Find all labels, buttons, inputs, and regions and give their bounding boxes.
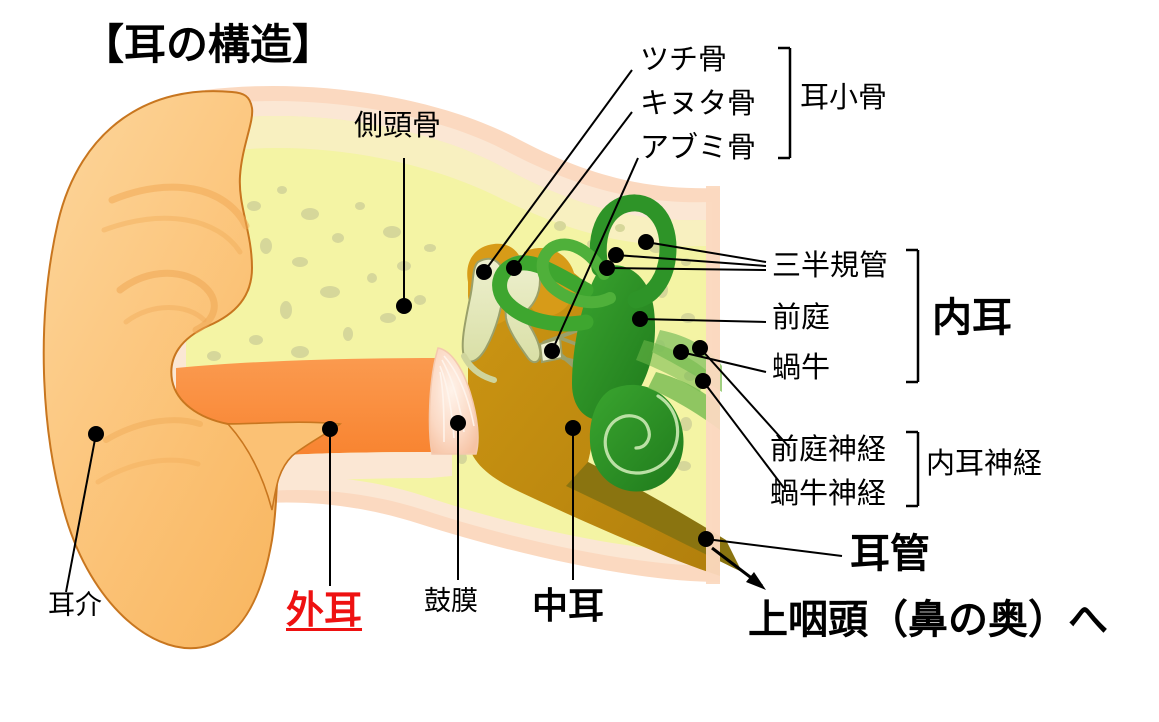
label-eustachian-tube: 耳管 xyxy=(850,532,930,576)
semicircular-canal-dot-3 xyxy=(638,234,654,250)
auricle-pinna xyxy=(42,90,343,650)
eustachian-tube-dot xyxy=(698,531,714,547)
leader-scc-2 xyxy=(615,254,767,267)
posterior-semicircular-canal xyxy=(536,238,616,309)
nerve-overlap xyxy=(636,340,706,392)
malleus-dot xyxy=(476,264,492,280)
tragus xyxy=(226,421,343,511)
label-inner-ear-group: 内耳 xyxy=(932,296,1012,340)
vestibular-nerve-dot xyxy=(692,340,708,356)
leader-vestibular-nerve xyxy=(699,347,791,449)
eardrum-dot xyxy=(450,415,466,431)
leader-scc-3 xyxy=(645,241,767,263)
cochlear-nerve-dot xyxy=(695,373,711,389)
inner-ear-labyrinth xyxy=(492,194,722,492)
helix-fold xyxy=(108,183,250,230)
cut-edge-band xyxy=(706,186,720,584)
helix-fold-2 xyxy=(101,215,243,255)
label-stapes: アブミ骨 xyxy=(640,132,757,164)
antihelix-fold-2 xyxy=(123,305,207,325)
label-middle-ear: 中耳 xyxy=(532,585,605,626)
vestibule-dot xyxy=(632,311,648,327)
label-temporal-bone: 側頭骨 xyxy=(354,110,442,142)
bone-upper-rim xyxy=(232,116,706,247)
cochlea-spiral xyxy=(603,394,680,475)
label-malleus: ツチ骨 xyxy=(640,44,728,76)
bracket-ossicles xyxy=(778,46,792,160)
label-cochlear-nerve: 蝸牛神経 xyxy=(770,478,887,510)
label-semicircular-canals: 三半規管 xyxy=(772,250,889,282)
temporal-bone-dot xyxy=(396,298,412,314)
label-vestibular-nerve: 前庭神経 xyxy=(770,434,887,466)
label-cochlea: 蝸牛 xyxy=(772,352,831,384)
middle-ear-dot xyxy=(565,420,581,436)
stapes-dot xyxy=(544,343,560,359)
manubrium xyxy=(461,353,497,383)
page-title: 【耳の構造】 xyxy=(82,21,335,68)
tympanic-membrane xyxy=(428,347,479,455)
label-auricle: 耳介 xyxy=(48,590,102,620)
eardrum xyxy=(428,347,479,455)
incus-dot xyxy=(506,260,522,276)
cochlea-dot xyxy=(673,344,689,360)
label-inner-ear-nerve-group: 内耳神経 xyxy=(926,448,1043,480)
leader-scc-1 xyxy=(606,267,767,271)
leader-auricle xyxy=(65,433,97,593)
label-outer-ear: 外耳 xyxy=(286,590,363,632)
leader-vestibule xyxy=(639,318,767,323)
nasopharynx-arrow xyxy=(711,546,766,590)
leader-cochlear-nerve xyxy=(702,380,785,489)
antihelix-fold xyxy=(116,269,218,334)
concha-fold xyxy=(103,417,203,443)
label-nasopharynx: 上咽頭（鼻の奥）へ xyxy=(748,598,1108,642)
outer-ear-canal-dot xyxy=(322,421,338,437)
eustachian-tube xyxy=(566,462,742,572)
head-cut-edge xyxy=(706,186,720,584)
leader-malleus xyxy=(483,69,633,273)
semicircular-canal-dot-1 xyxy=(599,260,615,276)
label-vestibule: 前庭 xyxy=(772,302,831,334)
leader-lines xyxy=(65,69,843,593)
lobule-fold xyxy=(95,457,201,485)
label-ossicles-group: 耳小骨 xyxy=(800,82,888,114)
grouping-brackets xyxy=(778,46,920,508)
semicircular-canal-dot-2 xyxy=(608,247,624,263)
bracket-inner-ear xyxy=(906,248,920,384)
leader-dots xyxy=(88,234,714,547)
cochlear-nerve-bundle xyxy=(648,372,720,430)
superior-semicircular-canal xyxy=(589,194,677,309)
leader-stapes xyxy=(551,157,639,352)
leader-eustachian-tube xyxy=(705,538,843,557)
leader-incus xyxy=(513,111,633,269)
auricle-dot xyxy=(88,426,104,442)
bracket-inner-ear-nerve xyxy=(906,430,920,508)
label-eardrum: 鼓膜 xyxy=(424,586,478,616)
leader-cochlea xyxy=(680,351,767,373)
label-incus: キヌタ骨 xyxy=(640,88,757,120)
